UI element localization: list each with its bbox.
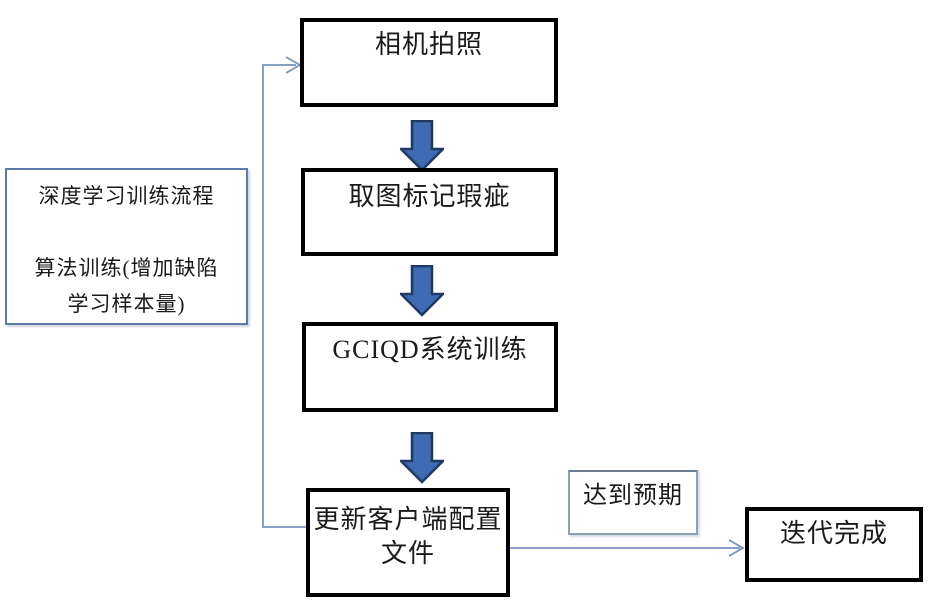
flow-node-done: 迭代完成 (745, 507, 923, 582)
flow-node-system-training-label: GCIQD系统训练 (332, 335, 528, 364)
arrowhead-right-icon (728, 539, 745, 557)
flow-node-camera-label: 相机拍照 (374, 30, 483, 59)
side-note-box: 深度学习训练流程 算法训练(增加缺陷 学习样本量) (5, 168, 248, 325)
arrowhead-right-icon (285, 56, 302, 74)
side-note-line3: 学习样本量) (67, 292, 186, 316)
flow-node-done-label: 迭代完成 (779, 519, 888, 548)
feedback-connector-line (262, 56, 306, 528)
done-connector-line (510, 539, 745, 557)
flow-node-camera: 相机拍照 (300, 18, 558, 107)
side-note-line2: 算法训练(增加缺陷 (34, 256, 219, 280)
flow-node-update-config-label: 更新客户端配置文件 (313, 505, 503, 568)
down-block-arrow-icon (400, 432, 444, 484)
expectation-label: 达到预期 (583, 483, 683, 509)
down-block-arrow-icon (400, 120, 444, 172)
expectation-label-box: 达到预期 (568, 470, 698, 535)
flow-node-update-config: 更新客户端配置文件 (306, 488, 510, 597)
flow-node-mark-defects-label: 取图标记瑕疵 (348, 182, 511, 211)
flow-node-system-training: GCIQD系统训练 (302, 322, 558, 412)
down-block-arrow-icon (400, 265, 444, 317)
side-note-line1: 深度学习训练流程 (38, 184, 215, 208)
flow-node-mark-defects: 取图标记瑕疵 (301, 168, 558, 256)
